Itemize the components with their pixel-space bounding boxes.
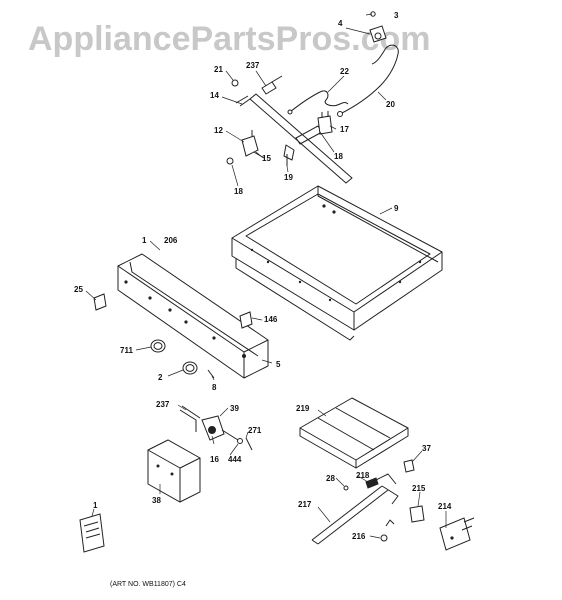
callout-39: 39 [230,404,239,413]
callout-28: 28 [326,474,335,483]
callout-18-upper: 18 [334,152,343,161]
callout-38: 38 [152,496,161,505]
callout-9: 9 [394,204,399,213]
control-panel-assembly [93,253,269,379]
callout-214: 214 [438,502,452,511]
callout-21: 21 [214,65,223,74]
callout-4: 4 [338,19,343,28]
callout-22: 22 [340,67,349,76]
callout-218: 218 [356,471,370,480]
callout-219: 219 [296,404,310,413]
callout-12: 12 [214,126,223,135]
callout-37: 37 [422,444,431,453]
callout-1-panel: 1 [142,236,147,245]
callout-3: 3 [394,11,399,20]
callout-leaders [85,13,447,539]
callout-18-lower: 18 [234,187,243,196]
valve-assembly [147,405,253,503]
literature-packet [79,513,105,553]
callout-labels: 3 4 21 237 22 20 14 17 12 15 18 18 19 9 … [74,11,452,541]
callout-14: 14 [210,91,219,100]
callout-146: 146 [264,315,278,324]
callout-15: 15 [262,154,271,163]
watermark-text: AppliancePartsPros.com [28,20,430,58]
callout-217: 217 [298,500,312,509]
callout-19: 19 [284,173,293,182]
callout-2: 2 [158,373,163,382]
callout-5: 5 [276,360,281,369]
callout-237-valve: 237 [156,400,170,409]
art-number: (ART NO. WB11807) C4 [110,581,186,588]
callout-271: 271 [248,426,262,435]
burner-box-pan [231,185,443,341]
callout-216: 216 [352,532,366,541]
callout-215: 215 [412,484,426,493]
callout-17: 17 [340,125,349,134]
callout-16: 16 [210,455,219,464]
callout-711: 711 [120,346,133,355]
callout-25: 25 [74,285,83,294]
callout-1-literature: 1 [93,501,98,510]
oven-burner-assembly [299,397,475,551]
callout-206: 206 [164,236,178,245]
gas-manifold-assembly [226,11,399,184]
callout-237-top: 237 [246,61,260,70]
callout-444: 444 [228,455,242,464]
callout-20: 20 [386,100,395,109]
callout-8: 8 [212,383,217,392]
